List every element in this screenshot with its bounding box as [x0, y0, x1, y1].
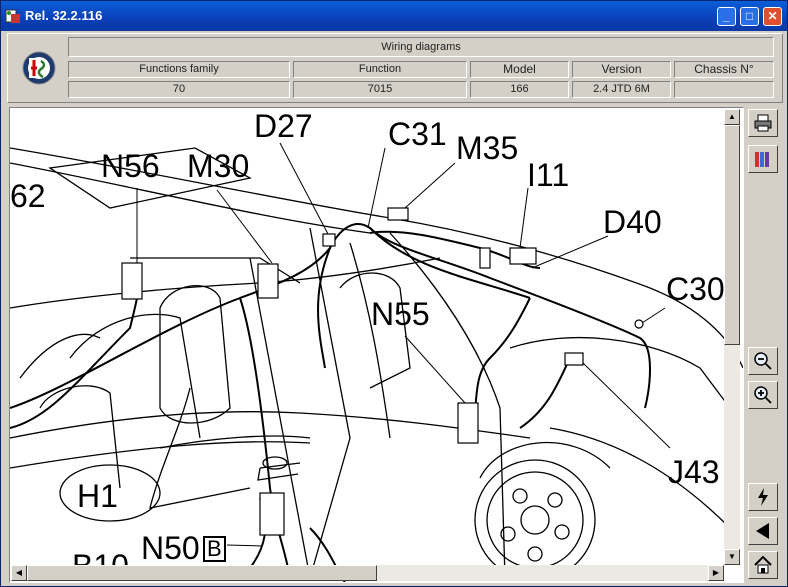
info-header: Wiring diagrams Functions family 70 Func…	[7, 33, 783, 103]
function-header: Function	[293, 61, 467, 78]
diagram-label-i11: I11	[527, 157, 570, 193]
scroll-up-button[interactable]: ▲	[724, 109, 740, 125]
horizontal-scrollbar[interactable]: ◀ ▶	[11, 565, 724, 581]
back-arrow-icon	[756, 523, 769, 539]
horizontal-scroll-thumb[interactable]	[27, 565, 377, 581]
power-icon	[758, 488, 768, 506]
scroll-down-button[interactable]: ▼	[724, 549, 740, 565]
vertical-scrollbar[interactable]: ▲ ▼	[724, 109, 740, 565]
zoom-in-icon	[754, 386, 772, 404]
functions-family-header: Functions family	[68, 61, 290, 78]
section-title: Wiring diagrams	[68, 37, 774, 57]
version-value: 2.4 JTD 6M	[572, 81, 671, 98]
maximize-button[interactable]: □	[740, 7, 759, 26]
version-header: Version	[572, 61, 671, 78]
back-button[interactable]	[748, 517, 778, 545]
scroll-right-button[interactable]: ▶	[708, 565, 724, 581]
power-button[interactable]	[748, 483, 778, 511]
functions-family-value: 70	[68, 81, 290, 98]
diagram-label-c30: C30	[666, 271, 725, 307]
vertical-scroll-thumb[interactable]	[724, 125, 740, 345]
zoom-out-icon	[754, 352, 772, 370]
diagram-viewer[interactable]: 62 N56 M30 D27 C31 M35 I11 D40 C30 N55 J…	[9, 107, 744, 583]
chassis-value	[674, 81, 774, 98]
diagram-label-m30: M30	[187, 148, 250, 184]
zoom-in-button[interactable]	[748, 381, 778, 409]
documents-button[interactable]	[748, 145, 778, 173]
diagram-label-n50: N50	[141, 530, 200, 566]
app-icon	[5, 9, 20, 23]
window-title: Rel. 32.2.116	[25, 8, 103, 23]
chassis-header: Chassis N°	[674, 61, 774, 78]
diagram-label-h1: H1	[77, 478, 118, 514]
home-button[interactable]	[748, 551, 778, 579]
minimize-button[interactable]: _	[717, 7, 736, 26]
function-value: 7015	[293, 81, 467, 98]
zoom-out-button[interactable]	[748, 347, 778, 375]
scroll-left-button[interactable]: ◀	[11, 565, 27, 581]
diagram-label-m35: M35	[456, 130, 519, 166]
print-button[interactable]	[748, 109, 778, 137]
title-bar[interactable]: Rel. 32.2.116 _ □ ✕	[1, 1, 787, 31]
print-icon	[754, 114, 772, 132]
home-icon	[754, 555, 772, 574]
car-wiring-drawing	[10, 142, 743, 582]
diagram-label-n55: N55	[371, 296, 430, 332]
book-icon	[755, 152, 769, 167]
diagram-label-c31: C31	[388, 116, 447, 152]
diagram-label-b-box: B	[203, 536, 226, 562]
model-header: Model	[470, 61, 569, 78]
close-button[interactable]: ✕	[763, 7, 782, 26]
diagram-label-d27: D27	[254, 108, 313, 144]
diagram-label-62: 62	[10, 178, 46, 214]
diagram-label-n56: N56	[101, 148, 160, 184]
diagram-label-j43: J43	[668, 454, 720, 490]
alfa-romeo-logo-icon	[22, 51, 56, 85]
model-value: 166	[470, 81, 569, 98]
diagram-label-d40: D40	[603, 204, 662, 240]
